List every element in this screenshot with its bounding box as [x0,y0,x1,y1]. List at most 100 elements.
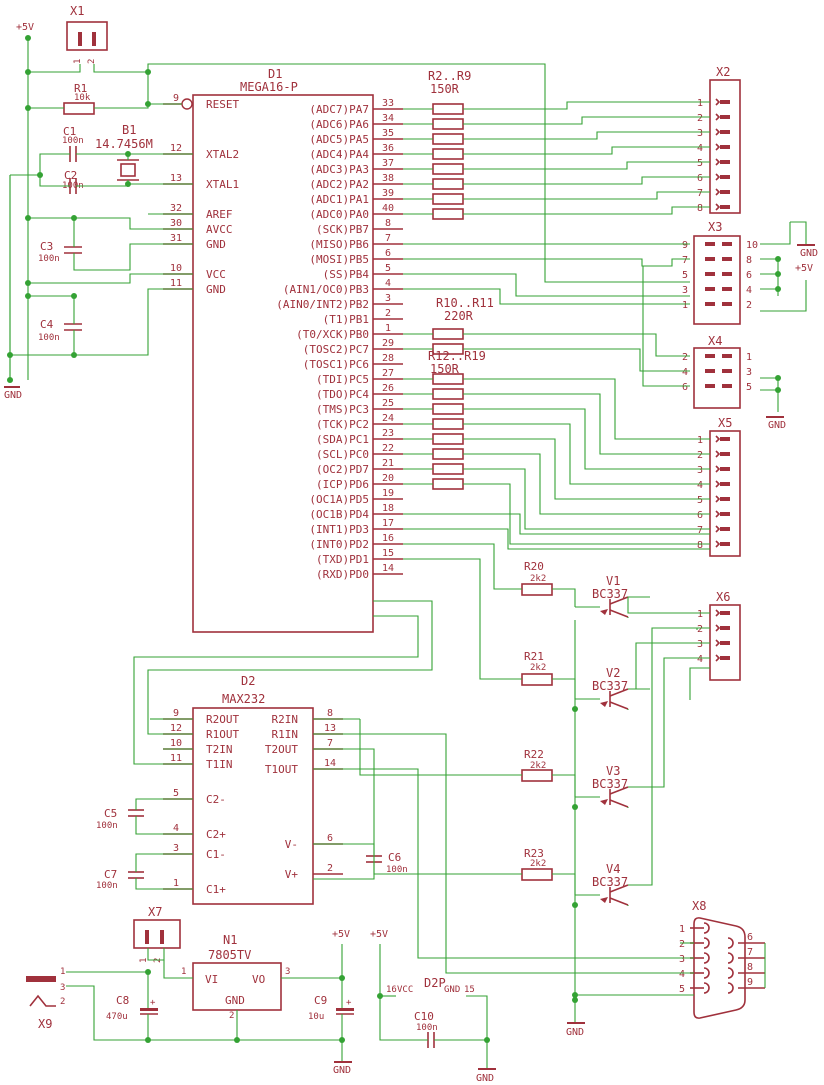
x5-pin-3 [720,467,730,471]
max-pin-num-3: 3 [173,843,179,854]
mcu-pin-num-26: 26 [382,383,394,394]
x5-pin-4 [720,482,730,486]
power-label-5v-d2p: +5V [370,929,388,940]
max-pin-num-2: 2 [327,863,333,874]
wire-c3-gnd [73,243,193,271]
c3-value: 100n [38,254,60,264]
v2-wire-base-r [552,678,576,699]
wire-pc-6 [463,468,710,530]
mcu-pin-num-36: 36 [382,143,394,154]
x3-header [693,235,741,325]
r22-ref: R22 [524,748,544,761]
x2-ref: X2 [716,65,730,79]
wire-x7 [147,948,165,961]
mcu-pin-num-24: 24 [382,413,394,424]
gnd-symbol-reg [334,1061,352,1063]
x8-ref: X8 [692,899,706,913]
x8-pin-7 [727,952,734,964]
x3-pin-label-1: 1 [682,300,688,311]
c8-value: 470u [106,1012,128,1022]
junction-dot-17 [775,375,781,381]
c5-value: 100n [96,821,118,831]
mcu-pin-num-18: 18 [382,503,394,514]
c10-ref: C10 [414,1010,434,1023]
x2-pin-1 [720,100,730,104]
x3-pin-label-7: 7 [682,255,688,266]
mcu-pin-num-19: 19 [382,488,394,499]
mcu-pin-name-17: (TOSC1)PC6 [303,358,369,371]
x3-pin-label-9: 9 [682,240,688,251]
x8-pin-label-5: 5 [679,984,685,995]
mcu-pin-num-34: 34 [382,113,394,124]
mcu-pin-name-5: (ADC2)PA2 [309,178,369,191]
wire-pc-1 [463,393,710,455]
x9-pin2-label: 2 [60,997,65,1007]
mcu-pin-name-30: (TXD)PD1 [316,553,369,566]
x5-pin-label-8: 8 [697,540,703,551]
mcu-pin-name-xtal1: XTAL1 [206,178,239,191]
mcu-pin-name-0: (ADC7)PA7 [309,103,369,116]
x2-pin-6 [720,175,730,179]
max-pin-num-13: 13 [324,723,336,734]
r23-ref: R23 [524,847,544,860]
mcu-pin-num-1: 1 [385,323,391,334]
x2-pin-4 [720,145,730,149]
x6-pin-label-1: 1 [697,609,703,620]
reg-ref: N1 [223,933,237,947]
x7-header [133,919,181,949]
wire-pc-5 [463,453,710,515]
wire-pd7 [403,513,710,535]
x9-ref: X9 [38,1017,52,1031]
junction-dot-12 [125,151,131,157]
max-ref: D2 [241,674,255,688]
mcu-pin-num-39: 39 [382,188,394,199]
mcu-right-pins: 33(ADC7)PA734(ADC6)PA635(ADC5)PA536(ADC4… [276,98,403,581]
x6-pin-1-mark [715,609,721,617]
x4-pin-2 [705,354,715,358]
power-label-5v-reg: +5V [332,929,350,940]
mcu-pin-num-7: 7 [385,233,391,244]
wire-pc-0 [463,378,710,440]
r1-value: 10k [74,93,91,103]
mcu-pin-name-14: (T1)PB1 [323,313,369,326]
max-pin-num-7: 7 [327,738,333,749]
reg-part: 7805TV [208,948,251,962]
wire-avcc [28,217,193,230]
ra-value: 150R [430,82,460,96]
gnd-label-left: GND [4,390,22,401]
resistor-array-r12-r19 [432,373,464,490]
d2p-pin15: 15 [464,985,475,995]
junction-dot-29 [377,993,383,999]
mcu-pin-num-14: 14 [382,563,394,574]
junction-dot-25 [145,1037,151,1043]
c4-value: 100n [38,333,60,343]
v2-emitter-arrow [600,701,608,707]
mcu-pin-name-15: (T0/XCK)PB0 [296,328,369,341]
x9-jack-spring [29,994,56,1007]
wire-x1-2-reset-bus [93,63,690,283]
max-pin-num-14: 14 [324,758,336,769]
junction-dot-7 [71,215,77,221]
mcu-pin-num-21: 21 [382,458,394,469]
x1-pin1-label: 1 [73,59,83,64]
max-pin-num-5: 5 [173,788,179,799]
x2-pin-5 [720,160,730,164]
x4-pin-1 [722,354,732,358]
max-pin-name-c2+: C2+ [206,828,226,841]
rb-value: 220R [444,309,474,323]
c10-value: 100n [416,1023,438,1033]
x4-pin-label-2: 2 [682,352,688,363]
r21-ref: R21 [524,650,544,663]
mcu-pin-name-27: (OC1B)PD4 [309,508,369,521]
mcu-pin-name-11: (SS)PB4 [323,268,370,281]
max-pin-num-12: 12 [170,723,182,734]
mcu-pin-num-25: 25 [382,398,394,409]
junction-dot-15 [775,271,781,277]
mcu-pin-num-22: 22 [382,443,394,454]
rc-resistor-4 [432,433,464,445]
max-pin-name-c1-: C1- [206,848,226,861]
gnd-symbol-x3 [797,244,815,246]
b1-crystal-body [120,163,136,177]
